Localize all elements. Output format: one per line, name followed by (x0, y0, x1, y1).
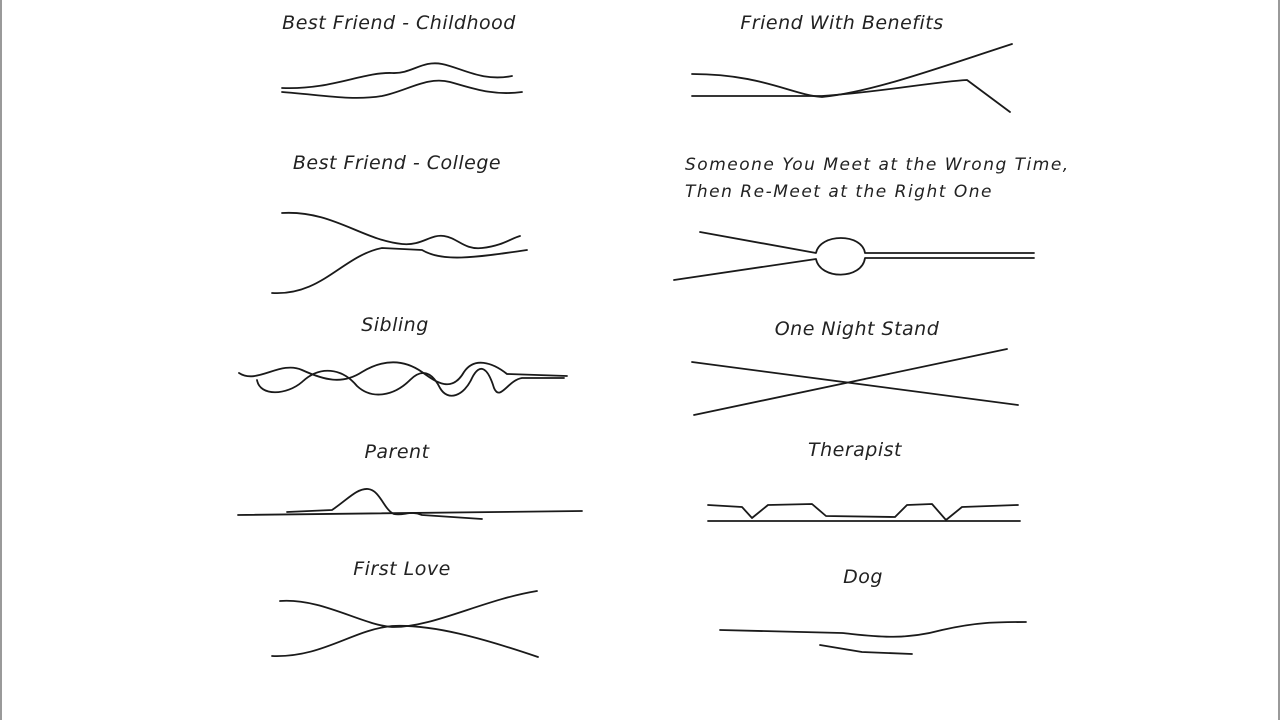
line-a (707, 503, 1019, 521)
line-b (271, 247, 528, 294)
line-a (281, 212, 521, 250)
line-a (691, 43, 1013, 98)
diagram-first-love (271, 590, 539, 658)
line-b (256, 367, 565, 397)
label-friend-with-benefits: Friend With Benefits (740, 12, 944, 34)
diagram-therapist (707, 503, 1021, 522)
label-first-love: First Love (353, 558, 451, 580)
line-b (281, 79, 523, 99)
diagram-wrong-time (673, 231, 1035, 281)
line-a (699, 231, 1035, 254)
line-a (281, 62, 513, 89)
diagram-best-friend-childhood (281, 62, 523, 99)
label-dog: Dog (843, 566, 883, 588)
diagram-dog (719, 621, 1027, 655)
diagram-parent (237, 488, 583, 520)
line-b (691, 79, 1011, 113)
label-best-friend-childhood: Best Friend - Childhood (282, 12, 516, 34)
line-a (279, 590, 538, 628)
diagram-friend-with-benefits (691, 43, 1013, 113)
label-parent: Parent (364, 441, 430, 463)
diagram-best-friend-college (271, 212, 528, 294)
line-a (238, 361, 568, 386)
line-a (691, 361, 1019, 406)
line-a (719, 621, 1027, 638)
label-best-friend-college: Best Friend - College (292, 152, 502, 174)
label-sibling: Sibling (361, 314, 429, 336)
label-therapist: Therapist (808, 439, 902, 461)
label-wrong-time-line1: Someone You Meet at the Wrong Time, (685, 155, 1070, 175)
label-one-night-stand: One Night Stand (774, 318, 940, 340)
line-b (693, 348, 1008, 416)
diagram-one-night-stand (691, 348, 1019, 416)
line-b (819, 644, 913, 655)
label-wrong-time-line2: Then Re-Meet at the Right One (685, 182, 993, 202)
line-b (286, 488, 483, 520)
line-b (271, 624, 539, 658)
diagram-sibling (238, 361, 568, 397)
line-b (673, 257, 1035, 281)
